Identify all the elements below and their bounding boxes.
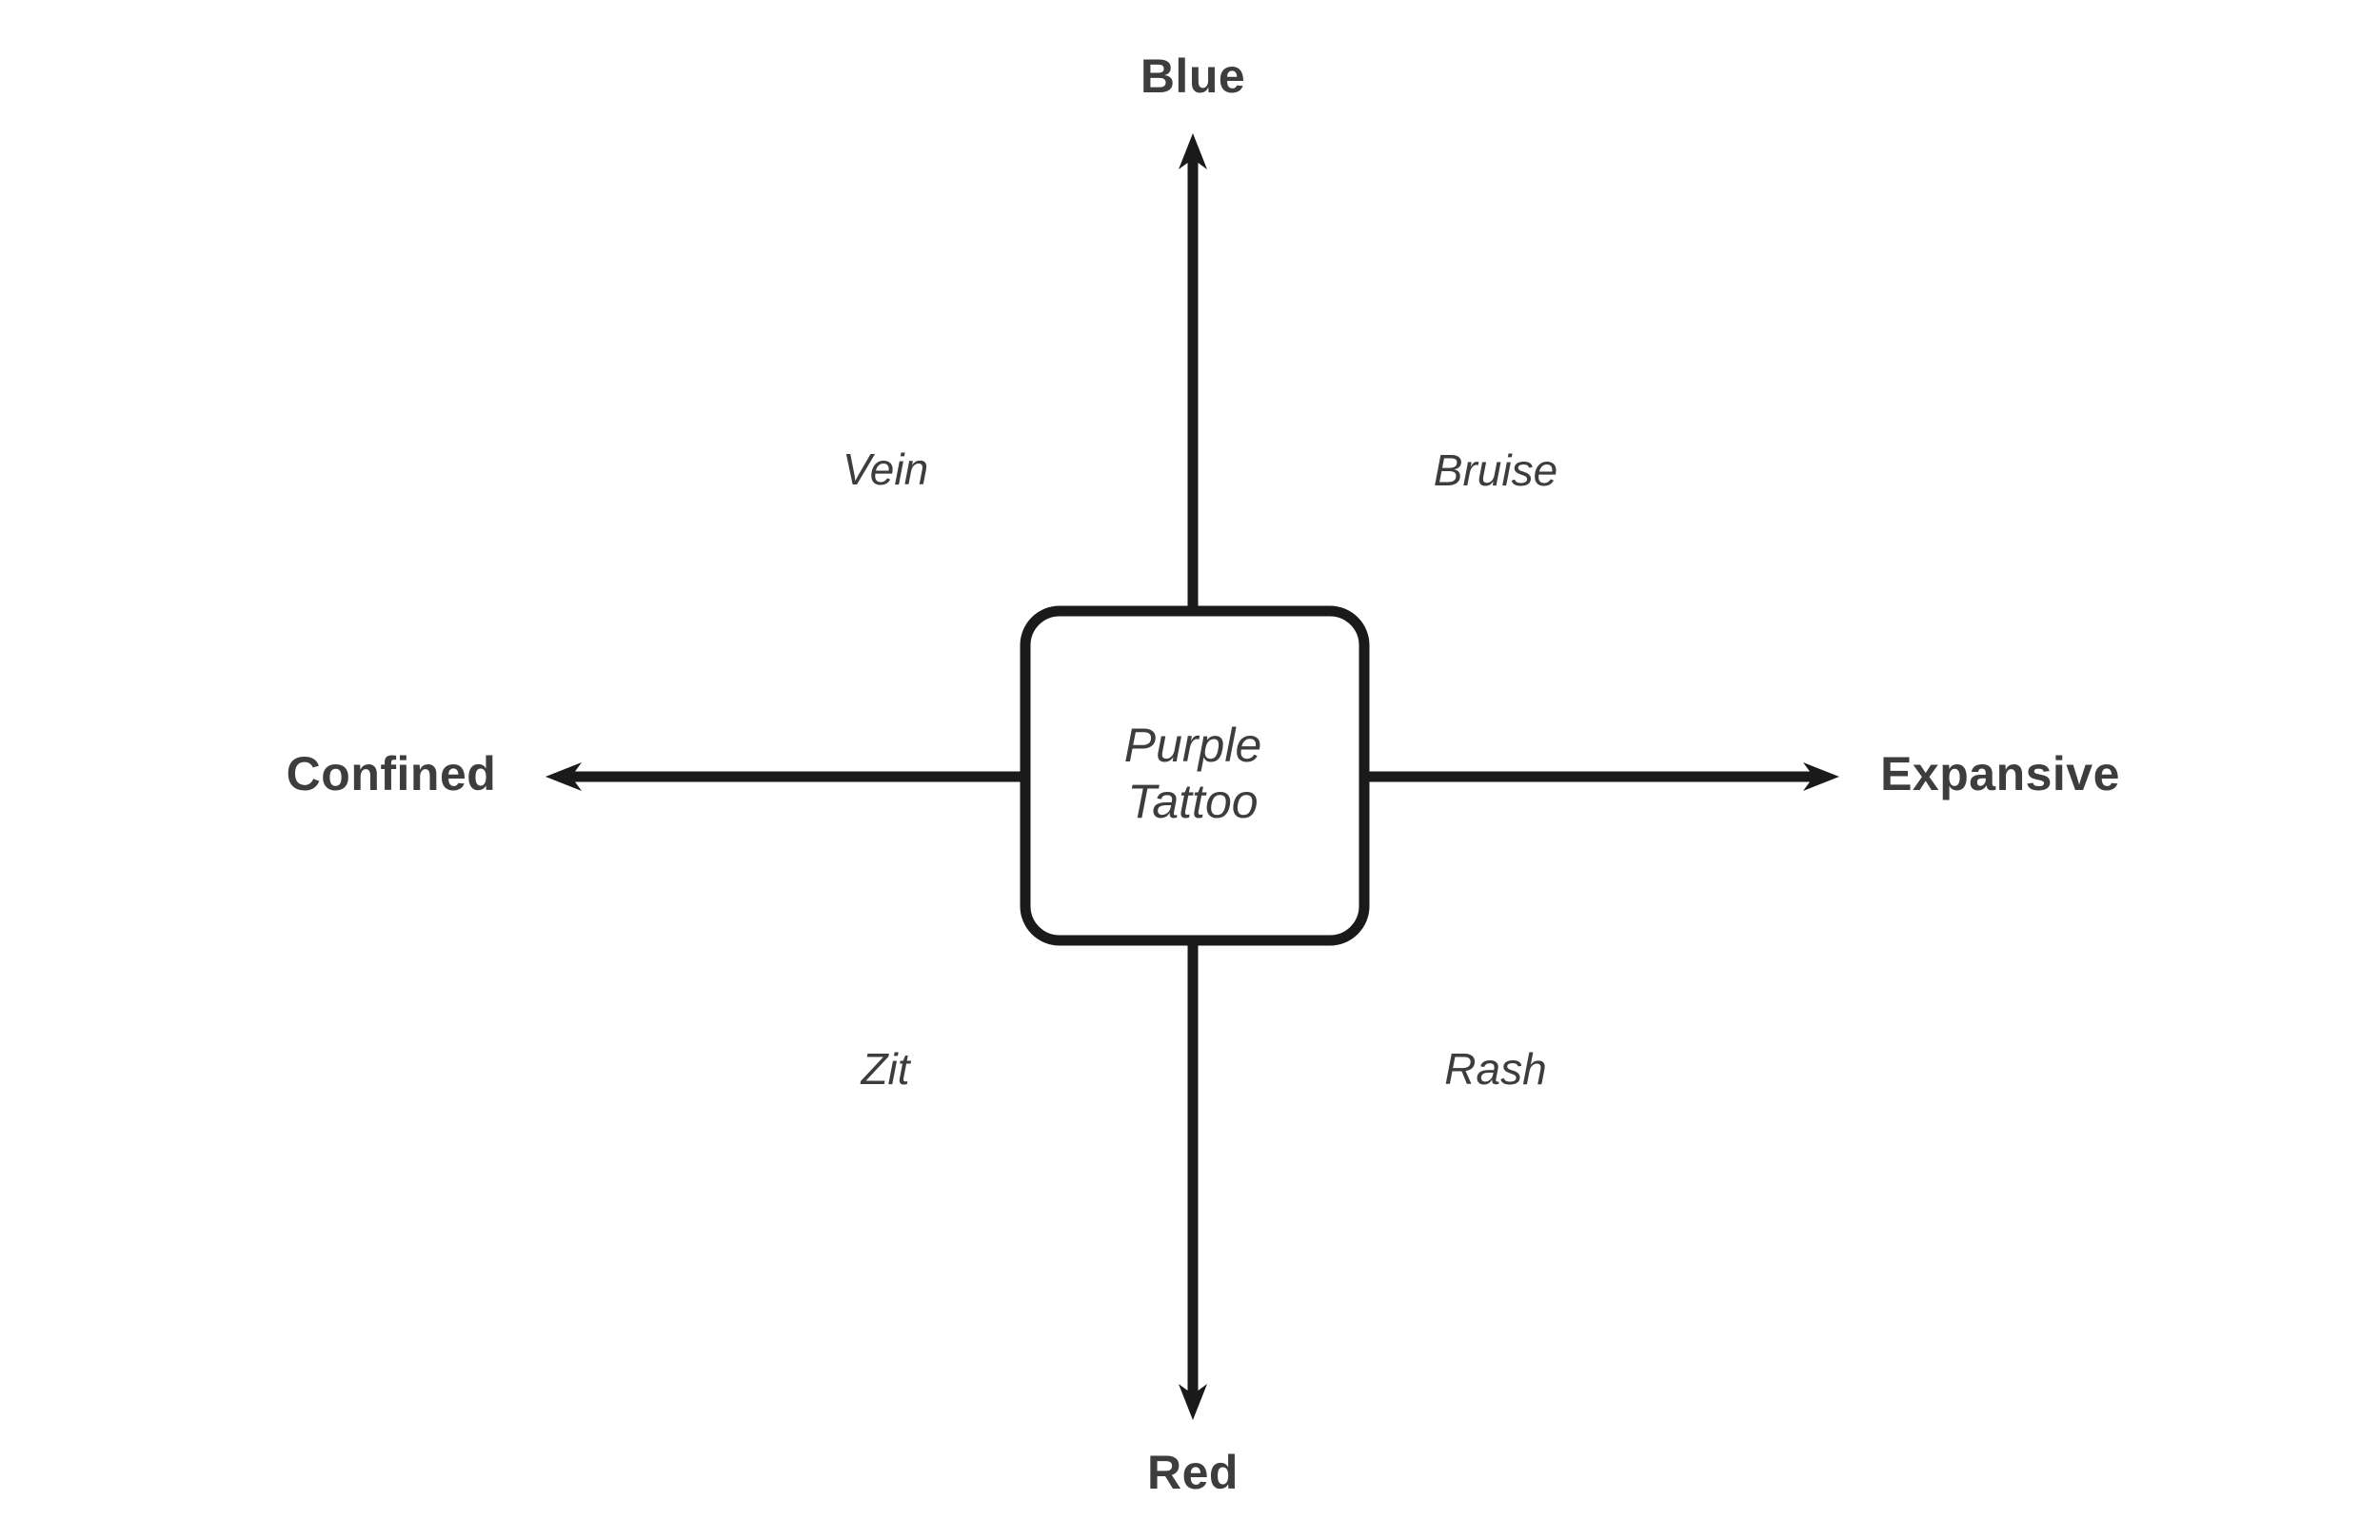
quadrant-label-top-right: Bruise (1433, 445, 1558, 495)
axis-label-right: Expansive (1880, 747, 2120, 800)
center-node-box (1020, 605, 1370, 946)
quadrant-label-bottom-right: Rash (1444, 1044, 1547, 1094)
axis-label-bottom: Red (1147, 1446, 1239, 1499)
quadrant-label-top-left: Vein (842, 444, 929, 494)
axis-label-left: Confined (286, 747, 497, 800)
center-node-label: Purple Tattoo (1123, 719, 1262, 828)
quadrant-label-bottom-left: Zit (861, 1044, 910, 1094)
axis-label-top: Blue (1140, 49, 1246, 103)
